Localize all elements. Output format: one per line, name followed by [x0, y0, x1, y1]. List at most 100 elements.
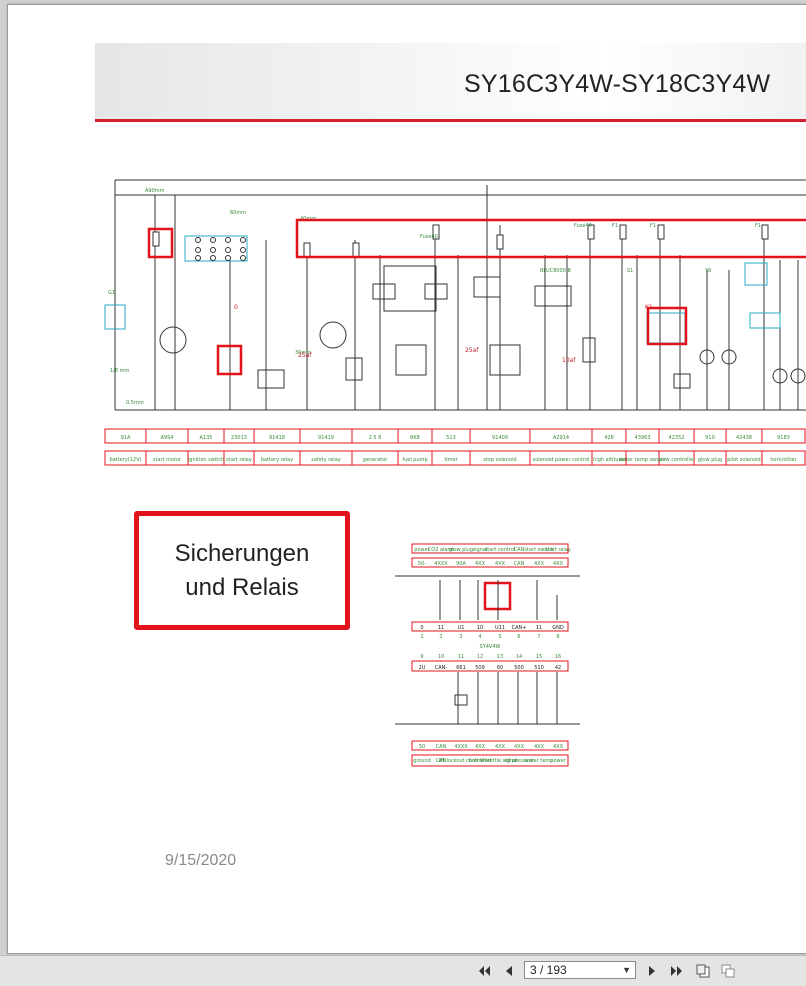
mini-pin-num-bot: 15	[536, 654, 542, 660]
mini-pin-top: GND	[552, 625, 564, 631]
continuous-view-icon[interactable]	[720, 963, 736, 979]
first-page-icon[interactable]	[477, 963, 491, 979]
slide-date: 9/15/2020	[165, 852, 237, 869]
mini-pin-bot: 500	[514, 665, 524, 671]
mini-bottom-code: 4XX	[534, 744, 545, 750]
mini-bottom-code: 4XX	[553, 744, 564, 750]
description-cell: solenoid power control	[533, 457, 590, 463]
code-cell: A9S4	[161, 435, 174, 441]
mini-pin-num-top: 2	[439, 634, 442, 640]
mini-code-cell: 50-	[418, 561, 426, 567]
description-cell: horn/other	[770, 457, 797, 463]
mini-pin-num-top: 7	[537, 634, 540, 640]
mini-pin-num-bot: 16	[555, 654, 561, 660]
mini-pin-num-top: 4	[478, 634, 481, 640]
single-page-view-icon[interactable]	[695, 963, 711, 979]
mini-pin-bot: 510	[534, 665, 544, 671]
slide-header-rule	[95, 119, 806, 122]
description-cell: stop solenoid	[483, 457, 516, 463]
code-cell: 91418	[269, 435, 285, 441]
callout-line-1: Sicherungen	[174, 539, 310, 567]
mini-bottom-label: throttle signal	[483, 758, 518, 764]
mini-part-label: SY4V4W	[480, 644, 501, 650]
svg-text:25af: 25af	[465, 347, 479, 354]
mini-bottom-code: 4XX	[514, 744, 525, 750]
svg-text:BLUC8000-B: BLUC8000-B	[540, 268, 571, 274]
description-cell: ignition switch	[188, 457, 224, 463]
page-indicator: 3 / 193	[530, 963, 567, 977]
mini-pin-num-top: 1	[420, 634, 423, 640]
mini-pin-num-top: 8	[556, 634, 559, 640]
code-cell: 91A	[121, 435, 131, 441]
code-cell: 8K8	[410, 435, 420, 441]
last-page-icon[interactable]	[668, 963, 684, 979]
mini-top-cell: glow plug	[449, 547, 473, 553]
mini-bottom-code: 4XX	[475, 744, 486, 750]
mini-top-cell: signal	[473, 547, 488, 553]
fuses-relays-callout: Sicherungen und Relais	[134, 511, 350, 630]
description-cell: pilot solenoid	[727, 457, 760, 463]
mini-pin-bot: 661	[456, 665, 466, 671]
code-cell: 9183	[777, 435, 790, 441]
description-cell: high altitude	[593, 457, 625, 463]
mini-top-cell: CO2 alarm	[428, 547, 455, 553]
description-cell: start relay	[226, 457, 252, 463]
mini-pin-num-bot: 10	[438, 654, 444, 660]
mini-top-cell: start relay	[545, 547, 571, 553]
chevron-down-icon[interactable]: ▼	[622, 965, 631, 975]
svg-text:F1: F1	[650, 223, 656, 229]
mini-pin-num-top: 6	[517, 634, 520, 640]
mini-top-cell: start control	[485, 547, 516, 553]
mini-code-cell: 4XX	[553, 561, 564, 567]
code-cell: 513	[446, 435, 456, 441]
mini-bottom-label: power	[550, 758, 566, 764]
mini-pin-num-top: 3	[459, 634, 462, 640]
svg-text:60mm: 60mm	[230, 210, 246, 216]
mini-code-cell: 4XXX	[434, 561, 448, 567]
mini-code-cell: 4XX	[534, 561, 545, 567]
previous-page-icon[interactable]	[502, 963, 514, 979]
mini-bottom-code: 50	[419, 744, 425, 750]
mini-bottom-label: water temp	[525, 758, 554, 764]
mini-bottom-label: lift lockout control	[438, 758, 483, 764]
mini-code-cell: 4XX	[475, 561, 486, 567]
svg-text:G1: G1	[108, 290, 115, 296]
slide-header-band	[95, 43, 806, 121]
mini-pin-top: U11	[495, 625, 505, 631]
mini-pin-num-bot: 9	[420, 654, 423, 660]
mini-bottom-label: ground	[413, 758, 431, 764]
svg-text:0: 0	[234, 304, 238, 311]
code-cell: 2 5 8	[369, 435, 382, 441]
mini-pin-bot: 42	[555, 665, 561, 671]
code-cell: 23013	[231, 435, 247, 441]
mini-pin-top: U1	[458, 625, 465, 631]
mini-pin-top: 10	[477, 625, 483, 631]
page-number-select[interactable]: 3 / 193 ▼	[524, 961, 636, 979]
mini-code-cell: 4XX	[495, 561, 506, 567]
mini-pin-bot: 2U	[419, 665, 426, 671]
svg-text:25af: 25af	[298, 352, 312, 359]
mini-pin-num-bot: 12	[477, 654, 483, 660]
code-cell: 43963	[635, 435, 651, 441]
svg-text:F1: F1	[612, 223, 618, 229]
svg-text:0.5mm: 0.5mm	[126, 400, 144, 406]
mini-pin-num-top: 5	[498, 634, 501, 640]
code-cell: 91419	[318, 435, 334, 441]
next-page-icon[interactable]	[646, 963, 658, 979]
svg-text:F1: F1	[755, 223, 761, 229]
description-cell: glow controller	[658, 457, 696, 463]
code-cell: 910	[705, 435, 715, 441]
slide-title: SY16C3Y4W-SY18C3Y4W	[464, 70, 771, 98]
mini-code-cell: 90A	[456, 561, 466, 567]
mini-bottom-label: oil pressure	[504, 758, 533, 764]
description-cell: water temp sensor	[619, 457, 667, 463]
svg-text:A90mm: A90mm	[145, 188, 165, 194]
viewer-toolbar	[0, 955, 806, 986]
code-cell: 42352	[669, 435, 685, 441]
mini-bottom-label: fuel level	[469, 758, 492, 764]
svg-text:30mm: 30mm	[295, 350, 311, 356]
svg-text:1/8 mm: 1/8 mm	[110, 368, 130, 374]
